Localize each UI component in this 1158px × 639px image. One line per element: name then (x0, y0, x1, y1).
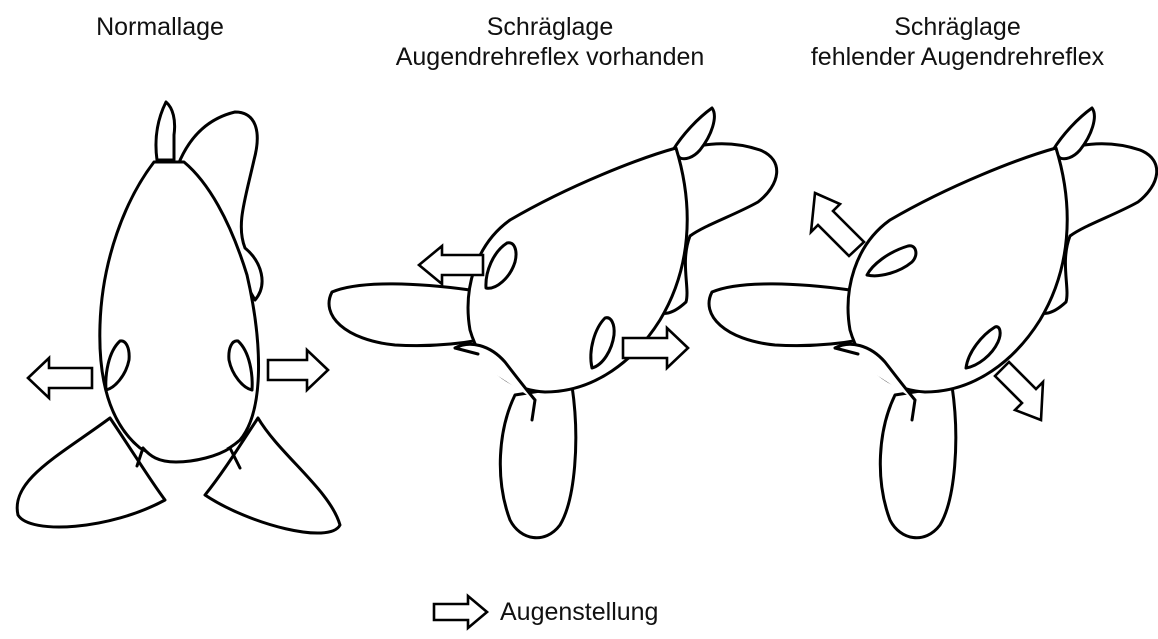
mouth (137, 448, 240, 468)
pectoral-fin-left (709, 284, 860, 346)
pectoral-fin-left (329, 284, 480, 346)
hollow-arrow-right-icon (430, 592, 492, 632)
eye-direction-arrow-upper-left (811, 193, 864, 256)
fish-tilted-reflex (329, 108, 777, 538)
fish-normal (17, 102, 340, 533)
legend-label: Augenstellung (500, 598, 658, 627)
eye-direction-arrow-right (268, 350, 328, 390)
pelvic-fin-lower (880, 386, 955, 538)
tail-stub (156, 102, 175, 160)
pelvic-fin-lower (500, 386, 575, 538)
eye-direction-arrow-left (28, 358, 92, 398)
eye-direction-arrow-lower-right (995, 362, 1043, 420)
legend: Augenstellung (430, 592, 658, 632)
